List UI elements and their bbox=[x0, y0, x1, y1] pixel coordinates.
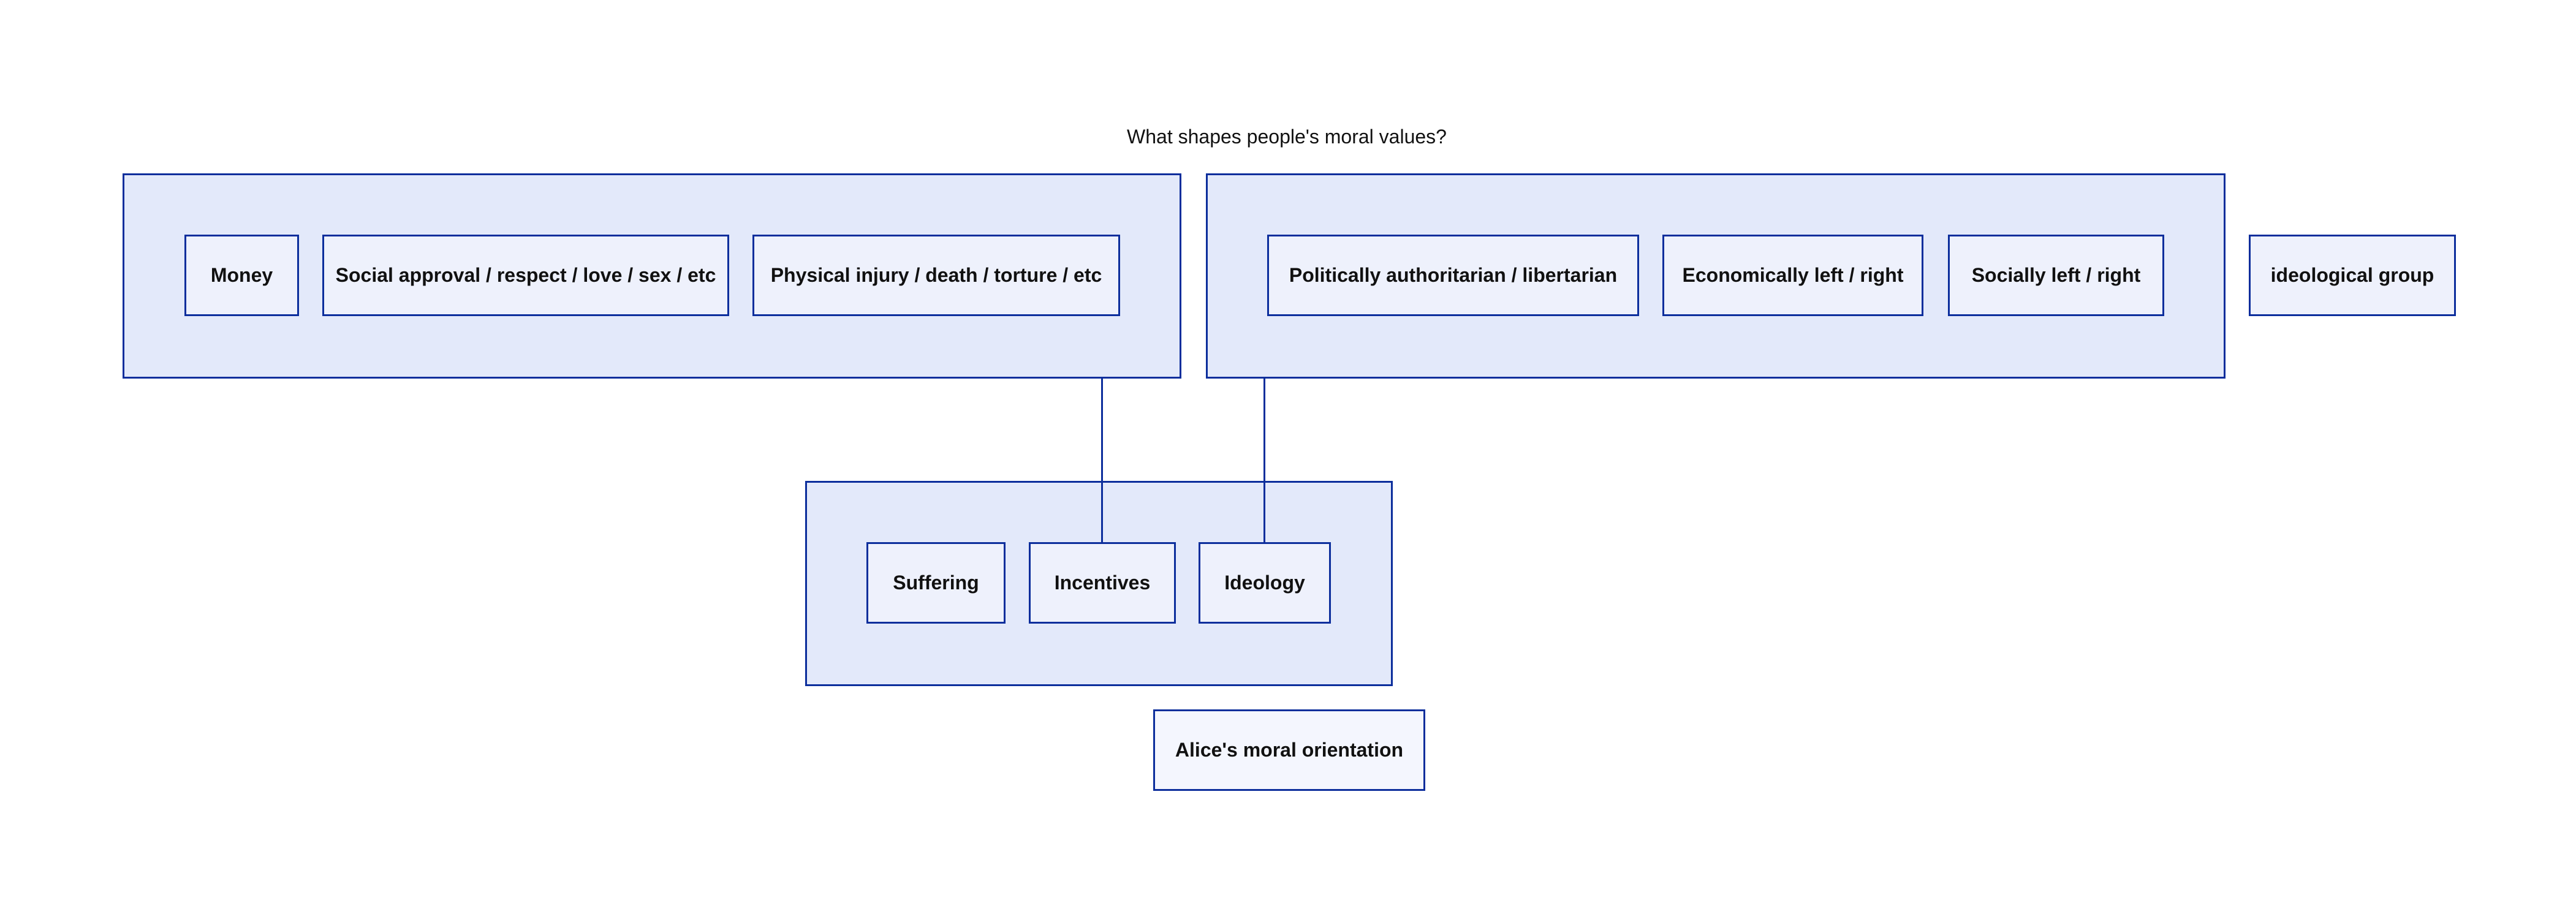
node-money[interactable]: Money bbox=[184, 235, 299, 316]
node-socially-left-right[interactable]: Socially left / right bbox=[1948, 235, 2164, 316]
node-alices-moral-orientation[interactable]: Alice's moral orientation bbox=[1153, 709, 1425, 791]
node-incentives[interactable]: Incentives bbox=[1029, 542, 1176, 624]
node-politically-authoritarian-libertarian[interactable]: Politically authoritarian / libertarian bbox=[1267, 235, 1639, 316]
edge-ideology-group-to-ideology bbox=[1263, 379, 1265, 542]
node-suffering[interactable]: Suffering bbox=[866, 542, 1006, 624]
diagram-title: What shapes people's moral values? bbox=[1127, 125, 1447, 148]
edge-incentives-group-to-incentives bbox=[1101, 379, 1103, 542]
node-physical-injury[interactable]: Physical injury / death / torture / etc bbox=[752, 235, 1120, 316]
node-ideological-group[interactable]: ideological group bbox=[2249, 235, 2456, 316]
node-ideology[interactable]: Ideology bbox=[1199, 542, 1331, 624]
node-economically-left-right[interactable]: Economically left / right bbox=[1662, 235, 1923, 316]
node-social-approval[interactable]: Social approval / respect / love / sex /… bbox=[322, 235, 729, 316]
